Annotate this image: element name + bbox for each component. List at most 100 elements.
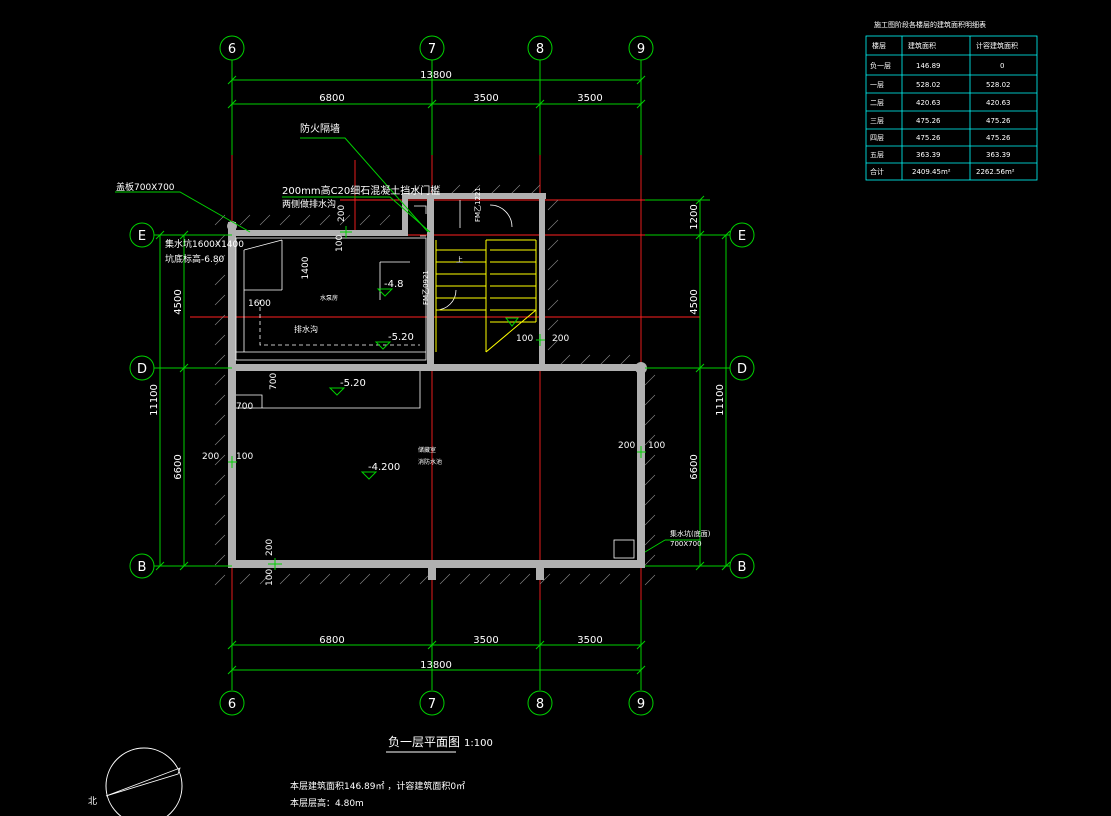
table-cell: 420.63 (986, 99, 1011, 107)
drawing-title-block: 负一层平面图 1:100 本层建筑面积146.89㎡ ，计容建筑面积0㎡ 本层层… (290, 735, 493, 809)
axis-col-9-top: 9 (637, 42, 645, 57)
area-table: 施工图阶段各楼层的建筑面积明细表 楼层 建筑面积 计容建筑面积 负一层 146.… (865, 20, 1038, 181)
bottom-dim-3: 3500 (577, 635, 602, 646)
table-header-floor: 楼层 (872, 41, 886, 50)
axis-row-b-left: B (138, 560, 147, 575)
label-equip-size: 700X700 (670, 540, 702, 548)
table-cell: 2409.45m² (912, 168, 951, 176)
dim-100a: 100 (335, 235, 345, 252)
dim-100b: 100 (516, 334, 533, 344)
label-room1: 水泵房 (320, 294, 338, 302)
table-cell: 420.63 (916, 99, 941, 107)
axis-bubbles: 6 7 8 9 6 7 8 9 E D B E D B (129, 35, 755, 716)
table-cell: 475.26 (916, 117, 941, 125)
label-pool-bottom: 坑底标高-6.80 (165, 253, 225, 265)
table-cell: 四层 (870, 134, 884, 142)
table-cell: 363.39 (916, 151, 941, 159)
label-pool-size: 集水坑1600X1400 (165, 238, 244, 250)
label-door2: FM乙0921 (422, 270, 430, 305)
dim-200d: 200 (618, 441, 635, 451)
elevation-markers (328, 288, 519, 480)
top-dim-1: 6800 (319, 93, 344, 104)
stair-up-label: 上 (456, 255, 463, 264)
dim-200c: 200 (202, 452, 219, 462)
table-cell: 一层 (870, 81, 884, 89)
table-cell: 2262.56m² (976, 168, 1015, 176)
dim-1400: 1400 (301, 256, 311, 279)
dim-700b: 700 (236, 402, 253, 412)
elev-label-2: -5.20 (388, 332, 414, 343)
label-equip: 集水坑(底面) (670, 529, 711, 538)
label-room2: 储藏室 (418, 446, 436, 454)
interior-details (235, 204, 635, 559)
elev-label-4: -4.200 (368, 462, 400, 473)
bottom-total-dim: 13800 (420, 660, 452, 671)
table-cell: 三层 (870, 117, 884, 125)
axis-row-d-right: D (737, 362, 747, 377)
drawing-note-2: 本层层高：4.80m (290, 797, 364, 809)
table-cell: 0 (1000, 62, 1004, 70)
table-cell: 528.02 (916, 81, 941, 89)
table-header-area: 建筑面积 (908, 41, 936, 50)
left-dim-1: 4500 (173, 289, 184, 314)
axis-col-6-bottom: 6 (228, 697, 236, 712)
axis-row-b-right: B (738, 560, 747, 575)
plan-labels: 防火隔墙 200mm高C20细石混凝土挡水门槛 两侧做排水沟 盖板700X700… (116, 122, 711, 586)
table-cell: 二层 (870, 99, 884, 107)
axis-col-8-top: 8 (536, 42, 544, 57)
left-dimensions: 11100 4500 6600 (149, 230, 232, 571)
dim-200e: 200 (265, 539, 275, 556)
table-cell: 146.89 (916, 62, 941, 70)
bottom-dim-2: 3500 (473, 635, 498, 646)
left-total-dim: 11100 (149, 384, 160, 416)
dim-200b: 200 (552, 334, 569, 344)
axis-col-6-top: 6 (228, 42, 236, 57)
leader-lines (115, 137, 700, 553)
axis-row-e-right: E (738, 229, 746, 244)
table-cell: 528.02 (986, 81, 1011, 89)
axis-col-9-bottom: 9 (637, 697, 645, 712)
drawing-scale: 1:100 (464, 738, 493, 749)
label-sump-pit: 盖板700X700 (116, 181, 175, 193)
right-dim-extra: 1200 (689, 204, 700, 229)
dim-100d: 100 (648, 441, 665, 451)
table-cell: 五层 (870, 151, 884, 159)
dim-700a: 700 (269, 373, 279, 390)
elev-label-1: -4.8 (384, 279, 404, 290)
table-cell: 363.39 (986, 151, 1011, 159)
right-dim-2: 6600 (689, 454, 700, 479)
dim-100c: 100 (236, 452, 253, 462)
north-label: 北 (88, 796, 97, 807)
top-dim-3: 3500 (577, 93, 602, 104)
axis-col-7-top: 7 (428, 42, 436, 57)
green-ticks (228, 226, 646, 570)
bottom-dim-1: 6800 (319, 635, 344, 646)
axis-row-d-left: D (137, 362, 147, 377)
table-cell: 负一层 (870, 61, 891, 70)
axis-row-e-left: E (138, 229, 146, 244)
table-cell: 合计 (870, 167, 884, 176)
drawing-title: 负一层平面图 (388, 735, 460, 749)
label-room2b: 消防水池 (418, 458, 442, 466)
north-arrow: 北 (88, 747, 183, 816)
label-drain: 排水沟 (294, 324, 318, 334)
top-dim-2: 3500 (473, 93, 498, 104)
dim-100e: 100 (265, 569, 275, 586)
axis-col-7-bottom: 7 (428, 697, 436, 712)
soil-hatch (214, 184, 656, 586)
walls (227, 193, 647, 580)
table-cell: 475.26 (916, 134, 941, 142)
label-curb-note2: 两侧做排水沟 (282, 198, 336, 210)
table-header-far-area: 计容建筑面积 (976, 41, 1018, 50)
dim-1600: 1600 (248, 299, 271, 309)
label-door1: FM乙1221 (474, 187, 482, 222)
top-total-dim: 13800 (420, 70, 452, 81)
table-cell: 475.26 (986, 117, 1011, 125)
right-dim-1: 4500 (689, 289, 700, 314)
table-cell: 475.26 (986, 134, 1011, 142)
label-curb-note: 200mm高C20细石混凝土挡水门槛 (282, 184, 440, 197)
elev-label-3: -5.20 (340, 378, 366, 389)
dim-200a: 200 (337, 205, 347, 222)
axis-col-8-bottom: 8 (536, 697, 544, 712)
